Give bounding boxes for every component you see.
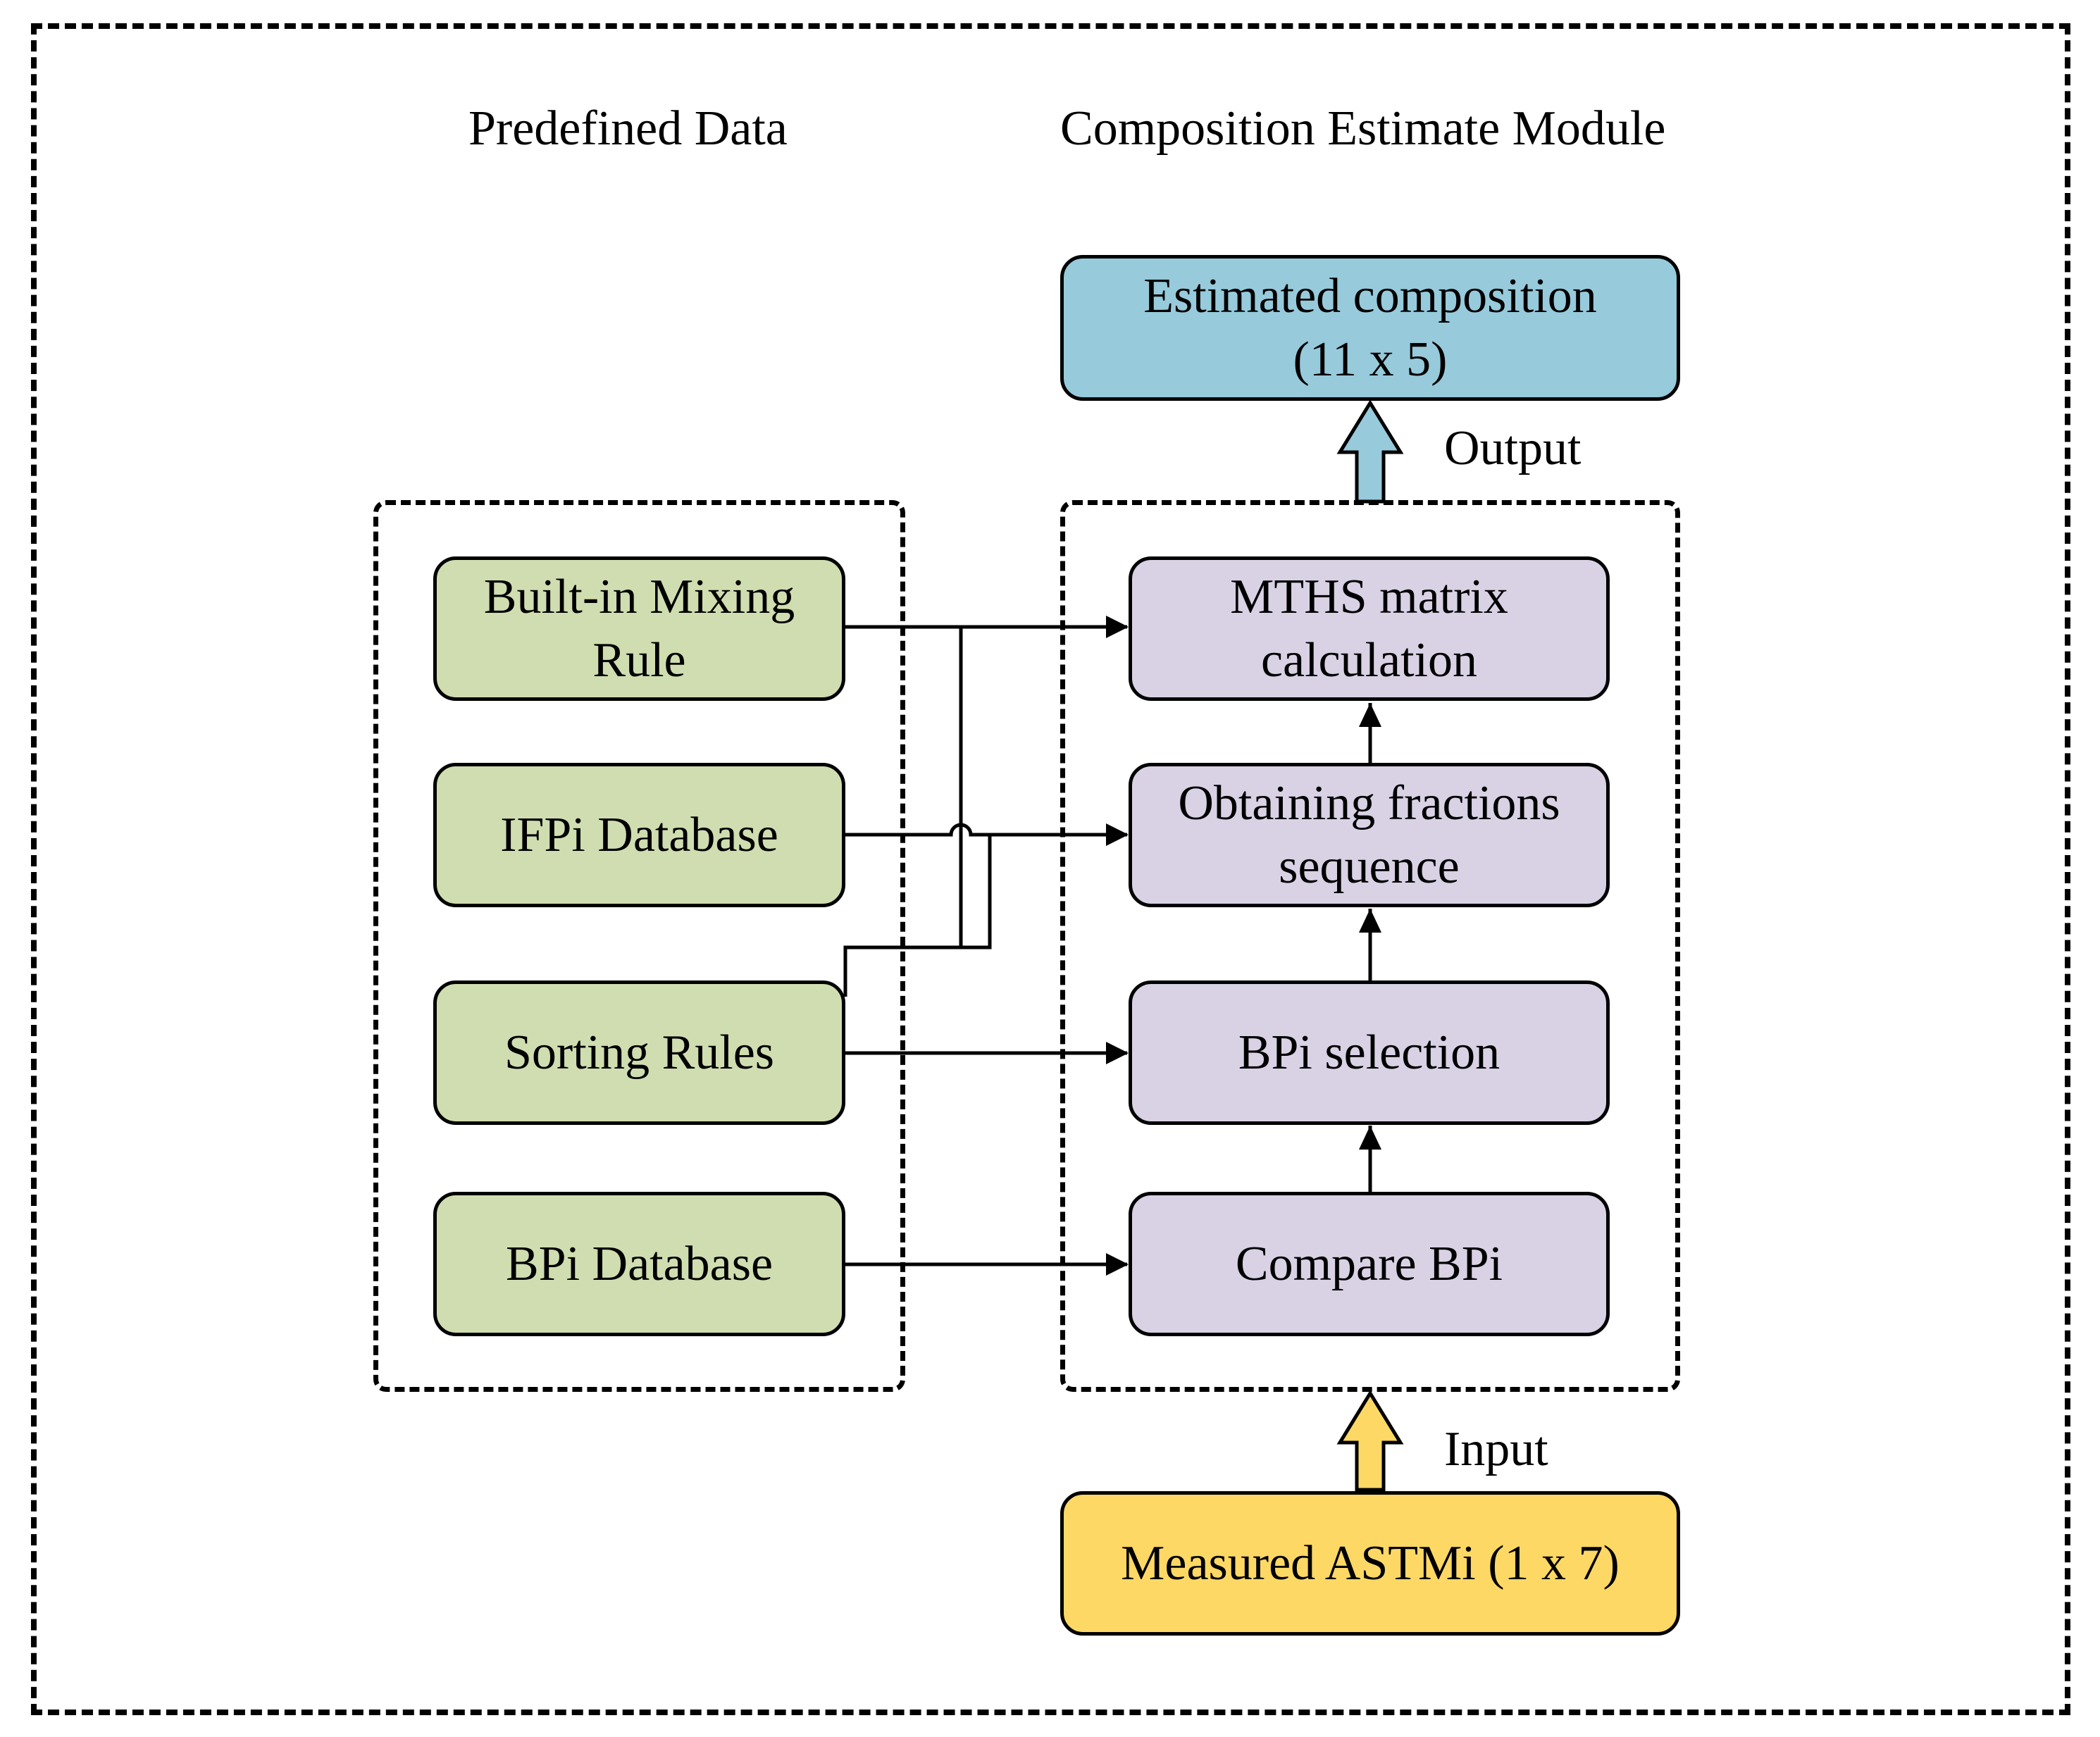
sorting-feedback-line-2 <box>961 835 992 950</box>
input-block-arrow <box>1336 1390 1404 1492</box>
box-sorting-rules: Sorting Rules <box>433 980 845 1125</box>
mths-line-2: calculation <box>1260 633 1478 687</box>
mixing-rule-line-2: Rule <box>592 633 686 687</box>
predefined-data-frame <box>373 500 905 1392</box>
box-compare-bpi: Compare BPi <box>1129 1192 1610 1336</box>
compare-bpi-label: Compare BPi <box>1235 1236 1503 1291</box>
estimated-composition-line-1: Estimated composition <box>1143 268 1597 323</box>
box-ifpi-database: IFPi Database <box>433 763 845 907</box>
output-label: Output <box>1444 421 1582 475</box>
ifpi-database-label: IFPi Database <box>500 807 778 862</box>
box-obtaining-fractions-sequence: Obtaining fractions sequence <box>1129 763 1610 907</box>
heading-composition-module: Composition Estimate Module <box>1060 101 1666 156</box>
arrowhead-mths <box>1106 616 1129 638</box>
fractions-line-2: sequence <box>1279 839 1460 894</box>
arrowhead-mths-up <box>1359 703 1381 727</box>
measured-astmi-label: Measured ASTMi (1 x 7) <box>1121 1536 1620 1590</box>
bpi-selection-label: BPi selection <box>1238 1025 1501 1080</box>
outer-dashed-frame <box>31 23 2070 1715</box>
mixing-rule-line-1: Built-in Mixing <box>483 569 795 624</box>
arrowhead-fractions-left <box>1106 823 1129 846</box>
fractions-line-1: Obtaining fractions <box>1178 776 1560 830</box>
composition-module-frame <box>1060 500 1680 1392</box>
arrowhead-selection-left <box>1106 1042 1129 1064</box>
bpi-database-label: BPi Database <box>505 1236 773 1291</box>
arrowhead-compare <box>1106 1253 1129 1276</box>
box-estimated-composition: Estimated composition (11 x 5) <box>1060 255 1680 401</box>
input-label: Input <box>1444 1422 1548 1476</box>
estimated-composition-line-2: (11 x 5) <box>1293 332 1448 387</box>
arrowhead-selection-up <box>1359 1126 1381 1150</box>
box-built-in-mixing-rule: Built-in Mixing Rule <box>433 556 845 701</box>
arrowhead-fractions-up <box>1359 909 1381 933</box>
box-measured-astmi: Measured ASTMi (1 x 7) <box>1060 1491 1680 1636</box>
box-mths-matrix-calculation: MTHS matrix calculation <box>1129 556 1610 701</box>
heading-predefined-data: Predefined Data <box>468 101 788 156</box>
box-bpi-database: BPi Database <box>433 1192 845 1336</box>
box-bpi-selection: BPi selection <box>1129 980 1610 1125</box>
sorting-rules-label: Sorting Rules <box>504 1025 775 1080</box>
mths-line-1: MTHS matrix <box>1230 569 1508 624</box>
